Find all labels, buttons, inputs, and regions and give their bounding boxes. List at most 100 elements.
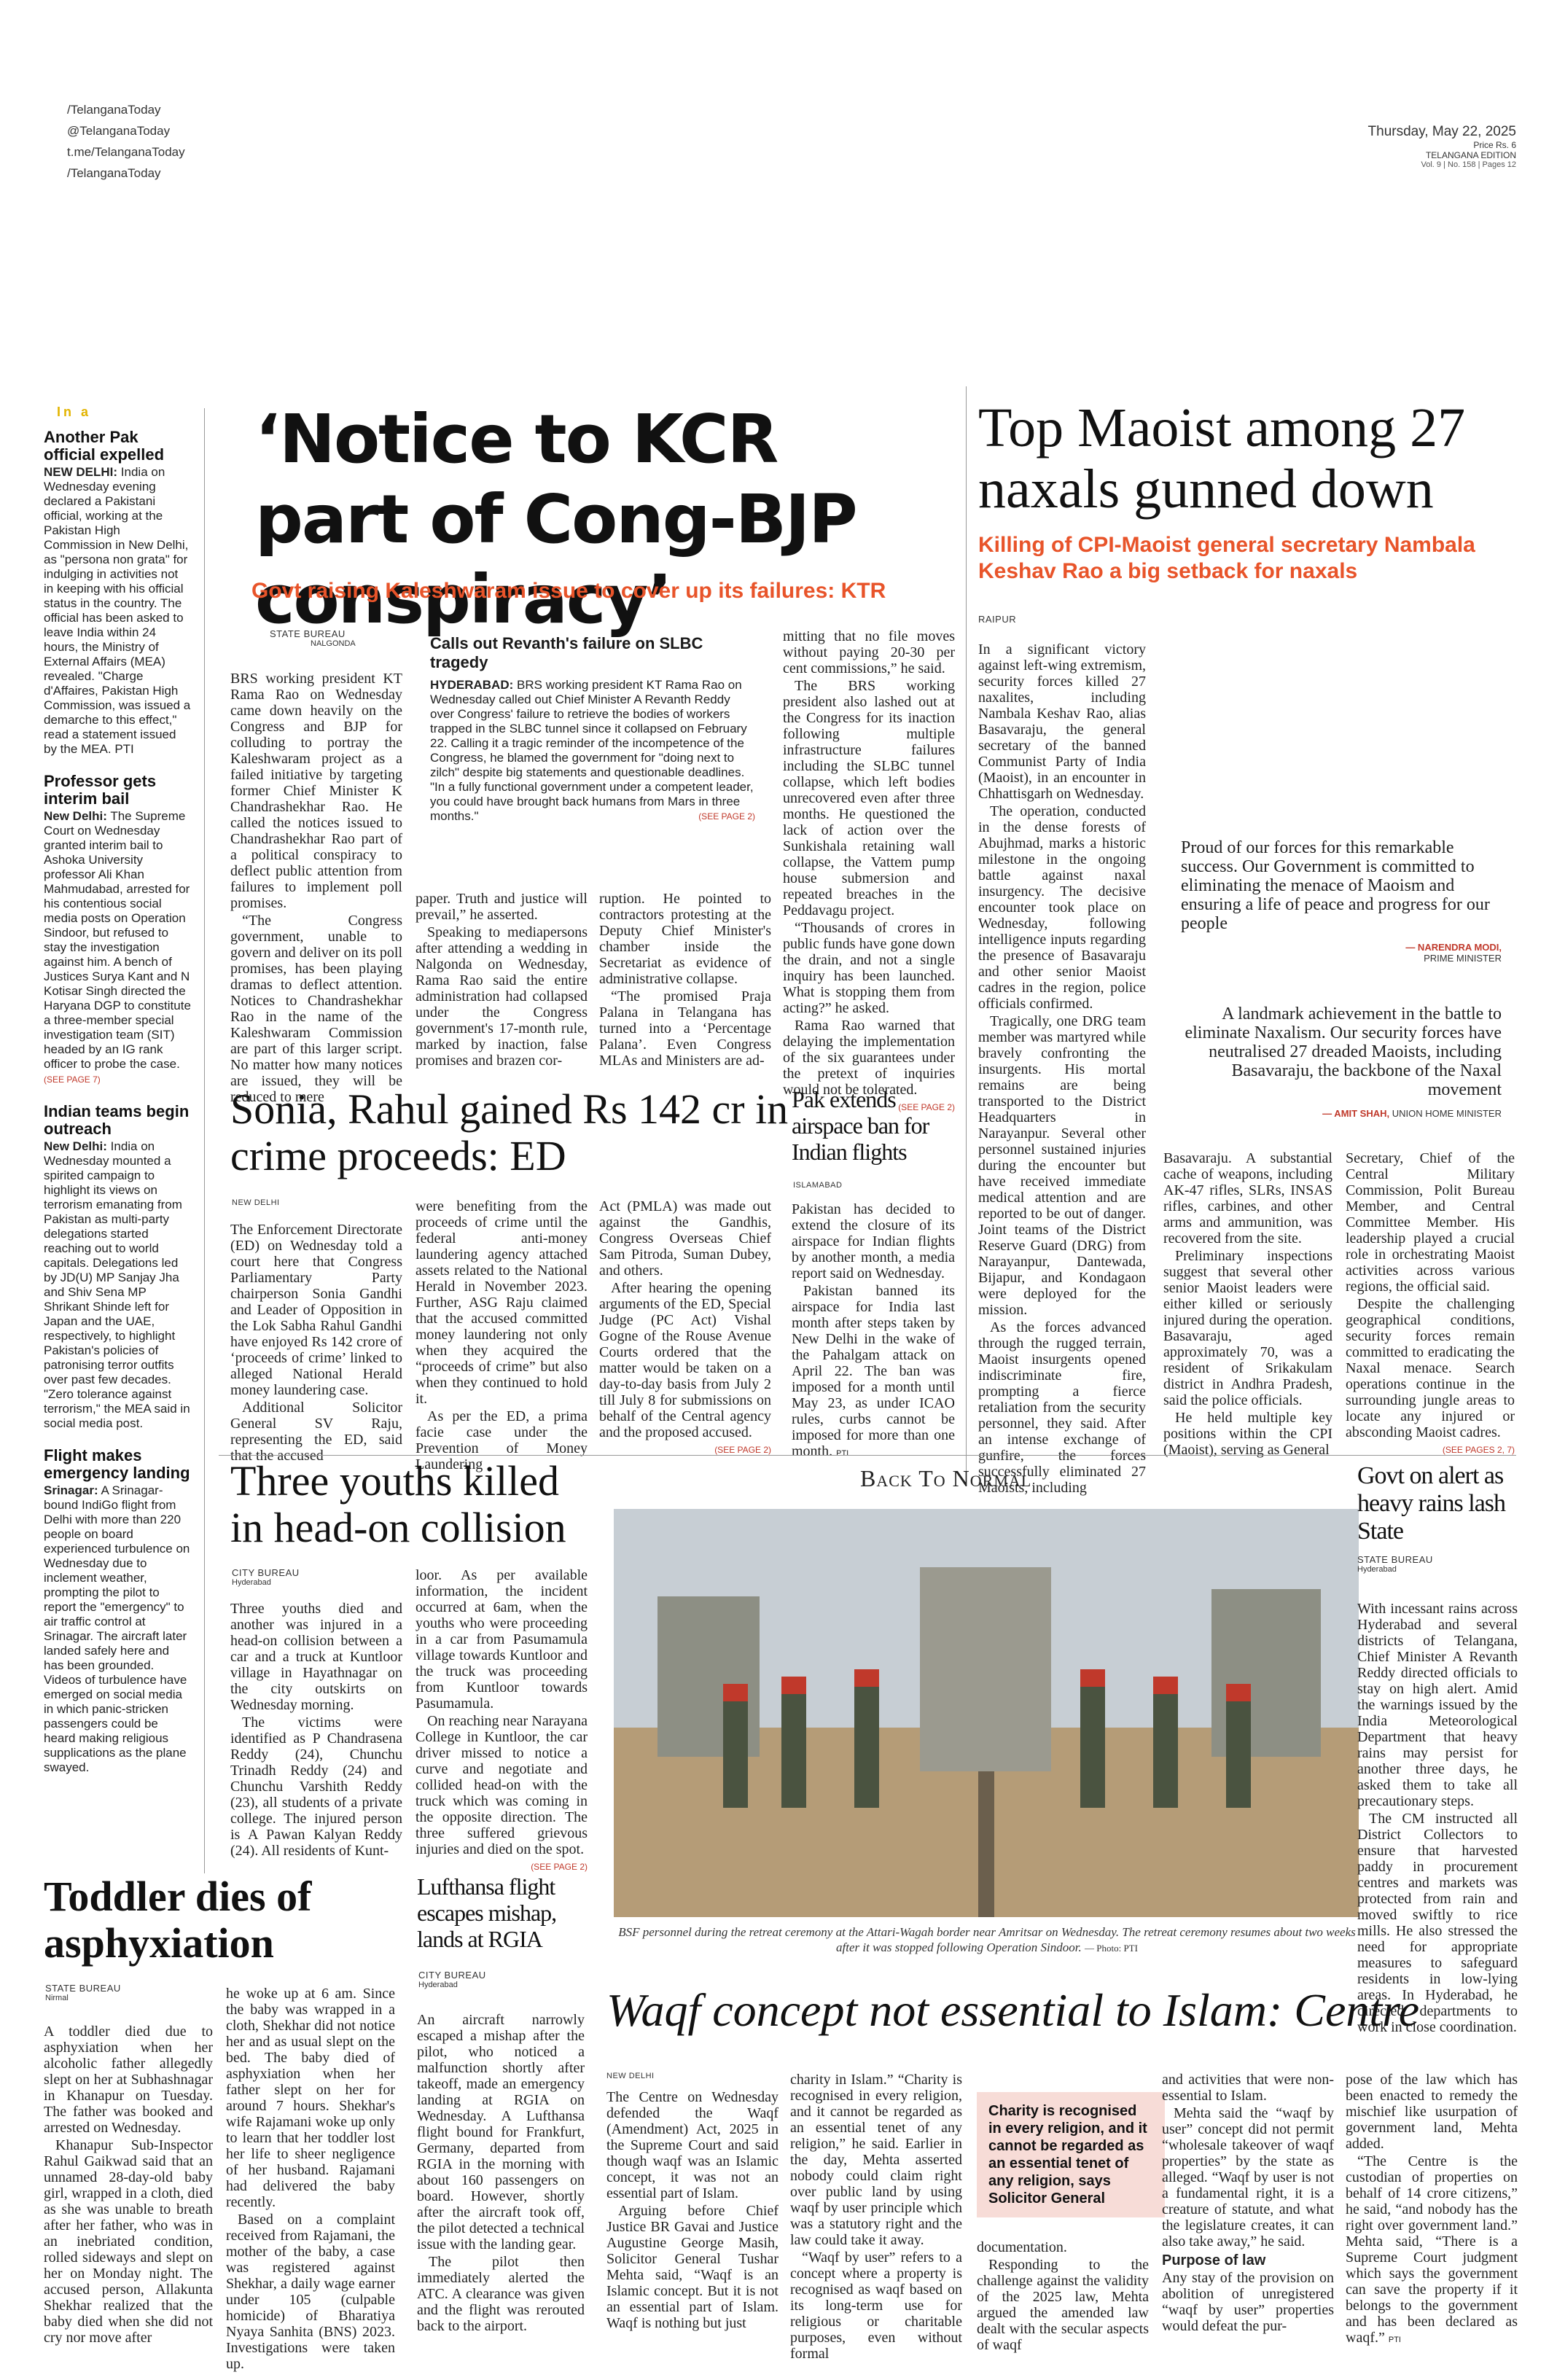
see-page-link[interactable]: (SEE PAGE 2)	[898, 1102, 955, 1112]
sidebar-item-headline: Professor gets interim bail	[44, 772, 157, 808]
paragraph: The CM instructed all District Collector…	[1357, 1811, 1518, 2035]
paragraph: On reaching near Narayana College in Kun…	[415, 1713, 588, 1857]
see-page-link[interactable]: (SEE PAGES 2, 7)	[1442, 1445, 1515, 1455]
box-text: HYDERABAD: BRS working president KT Rama…	[430, 678, 755, 823]
paragraph: Based on a complaint received from Rajam…	[226, 2212, 395, 2372]
waqf-column-1: The Centre on Wednesday defended the Waq…	[606, 2089, 778, 2333]
maoist-headline: Top Maoist among 27 naxals gunned down	[978, 397, 1466, 520]
bureau-name: CITY BUREAU	[418, 1970, 486, 1981]
paragraph: “The promised Praja Palana in Telangana …	[599, 988, 771, 1069]
paragraph: “The Congress government, unable to gove…	[230, 913, 402, 1105]
dateline-place: Hyderabad	[1357, 1565, 1397, 1574]
sidebar-item-headline: Indian teams begin outreach	[44, 1102, 190, 1138]
sidebar-divider	[204, 408, 205, 1873]
youths-byline: CITY BUREAU Hyderabad	[232, 1567, 300, 1587]
paragraph: Three youths died and another was injure…	[230, 1601, 402, 1713]
paragraph: he woke up at 6 am. Since the baby was w…	[226, 1986, 395, 2210]
kcr-column-2: paper. Truth and justice will prevail,” …	[415, 891, 588, 1070]
sidebar-item: Indian teams begin outreach New Delhi: I…	[44, 1103, 191, 1431]
maoist-column-2: Basavaraju. A substantial cache of weapo…	[1163, 1150, 1332, 1459]
paragraph: In a significant victory against left-wi…	[978, 641, 1146, 802]
issue-date: Thursday, May 22, 2025	[1367, 124, 1516, 139]
paragraph: Basavaraju. A substantial cache of weapo…	[1163, 1150, 1332, 1246]
see-page-link[interactable]: (SEE PAGE 7)	[44, 1074, 101, 1085]
paragraph: pose of the law which has been enacted t…	[1346, 2072, 1518, 2152]
paragraph: mitting that no file moves without payin…	[783, 628, 955, 676]
issue-volume: Vol. 9 | No. 158 | Pages 12	[1421, 160, 1516, 169]
issue-edition: TELANGANA EDITION	[1425, 150, 1516, 160]
bureau-name: STATE BUREAU	[1357, 1554, 1433, 1565]
paragraph: Rama Rao warned that delaying the implem…	[783, 1018, 955, 1098]
paragraph: The pilot then immediately alerted the A…	[417, 2254, 585, 2334]
pak-headline: Pak extends airspace ban for Indian flig…	[792, 1086, 929, 1165]
paragraph: Responding to the challenge against the …	[977, 2257, 1149, 2353]
paragraph: Tragically, one DRG team member was mart…	[978, 1013, 1146, 1318]
paragraph: Additional Solicitor General SV Raju, re…	[230, 1400, 402, 1464]
section-divider	[219, 1455, 1516, 1456]
paragraph: Khanapur Sub-Inspector Rahul Gaikwad sai…	[44, 2137, 213, 2346]
dateline-place: NALGONDA	[311, 639, 356, 648]
issue-price: Price Rs. 6	[1473, 140, 1516, 150]
paragraph: “Waqf by user” refers to a concept where…	[790, 2250, 962, 2362]
subhead: Purpose of law	[1162, 2252, 1266, 2268]
bureau-name: CITY BUREAU	[232, 1567, 300, 1578]
rains-column: With incessant rains across Hyderabad an…	[1357, 1601, 1518, 2037]
waqf-column-4: and activities that were non-essential t…	[1162, 2072, 1334, 2336]
paragraph: BRS working president KT Rama Rao on Wed…	[230, 671, 402, 911]
sonia-column-3: Act (PMLA) was made out against the Gand…	[599, 1198, 771, 1458]
paragraph: documentation.	[977, 2239, 1067, 2255]
paragraph: The BRS working president also lashed ou…	[783, 678, 955, 918]
bureau-name: STATE BUREAU	[270, 628, 346, 639]
see-page-link[interactable]: (SEE PAGE 2)	[698, 811, 755, 822]
quote-attribution: — AMIT SHAH, UNION HOME MINISTER	[1322, 1108, 1502, 1119]
paragraph: Speaking to mediapersons after attending…	[415, 924, 588, 1069]
quote-text: Proud of our forces for this remarkable …	[1181, 838, 1490, 933]
social-telegram[interactable]: t.me/TelanganaToday	[67, 145, 185, 159]
maoist-column-3: Secretary, Chief of the Central Military…	[1346, 1150, 1515, 1458]
sonia-headline: Sonia, Rahul gained Rs 142 cr in crime p…	[230, 1085, 789, 1179]
sidebar-item-headline: Another Pak official expelled	[44, 428, 165, 464]
social-twitter[interactable]: @TelanganaToday	[67, 124, 171, 138]
column-divider	[966, 386, 967, 1480]
sidebar-item: Professor gets interim bail New Delhi: T…	[44, 773, 191, 1087]
sidebar: In a Another Pak official expelled NEW D…	[44, 405, 191, 1775]
social-instagram[interactable]: /TelanganaToday	[67, 166, 161, 180]
bureau-name: STATE BUREAU	[45, 1983, 121, 1994]
see-page-link[interactable]: (SEE PAGE 2)	[714, 1445, 771, 1455]
maoist-dateline: RAIPUR	[978, 614, 1017, 625]
paragraph: As the forces advanced through the rugge…	[978, 1319, 1146, 1496]
kcr-headline: ‘Notice to KCR part of Cong-BJP conspira…	[255, 400, 858, 639]
paragraph: The Enforcement Directorate (ED) on Wedn…	[230, 1222, 402, 1398]
social-links: /TelanganaToday @TelanganaToday t.me/Tel…	[67, 99, 185, 184]
paragraph: Secretary, Chief of the Central Military…	[1346, 1150, 1515, 1295]
rains-byline: STATE BUREAU Hyderabad	[1357, 1554, 1433, 1574]
lufthansa-column: An aircraft narrowly escaped a mishap af…	[417, 2012, 585, 2336]
youths-column-1: Three youths died and another was injure…	[230, 1601, 402, 1860]
kcr-side-box: Calls out Revanth's failure on SLBC trag…	[430, 634, 755, 824]
social-facebook[interactable]: /TelanganaToday	[67, 103, 161, 117]
waqf-column-5: pose of the law which has been enacted t…	[1346, 2072, 1518, 2349]
pak-dateline: ISLAMABAD	[793, 1181, 843, 1190]
sidebar-label: In a	[57, 405, 92, 419]
paragraph: Act (PMLA) was made out against the Gand…	[599, 1198, 771, 1279]
kcr-byline: STATE BUREAU NALGONDA	[270, 628, 356, 648]
see-page-link[interactable]: (SEE PAGE 2)	[531, 1862, 588, 1872]
paragraph: The operation, conducted in the dense fo…	[978, 803, 1146, 1012]
paragraph: Any stay of the provision on abolition o…	[1162, 2270, 1334, 2334]
dateline-place: Hyderabad	[418, 1981, 458, 1989]
kcr-subhead: Govt raising Kaleshwaram issue to cover …	[251, 579, 886, 603]
paragraph: A toddler died due to asphyxiation when …	[44, 2024, 213, 2136]
maoist-quote-modi: Proud of our forces for this remarkable …	[1181, 838, 1502, 964]
paragraph: The victims were identified as P Chandra…	[230, 1714, 402, 1859]
rains-headline: Govt on alert as heavy rains lash State	[1357, 1462, 1506, 1545]
paragraph: Pakistan banned its airspace for India l…	[792, 1283, 955, 1459]
waqf-pull-quote: Charity is recognised in every religion,…	[977, 2092, 1165, 2217]
maoist-subhead: Killing of CPI-Maoist general secretary …	[978, 533, 1475, 583]
waqf-column-3: documentation. Responding to the challen…	[977, 2239, 1149, 2354]
waqf-headline: Waqf concept not essential to Islam: Cen…	[606, 1984, 1420, 2036]
paragraph: Pakistan has decided to extend the closu…	[792, 1201, 955, 1281]
sidebar-item-text: New Delhi: India on Wednesday mounted a …	[44, 1139, 190, 1430]
paragraph: An aircraft narrowly escaped a mishap af…	[417, 2012, 585, 2252]
photo	[614, 1509, 1359, 1917]
paragraph: “The Centre is the custodian of properti…	[1346, 2153, 1518, 2346]
